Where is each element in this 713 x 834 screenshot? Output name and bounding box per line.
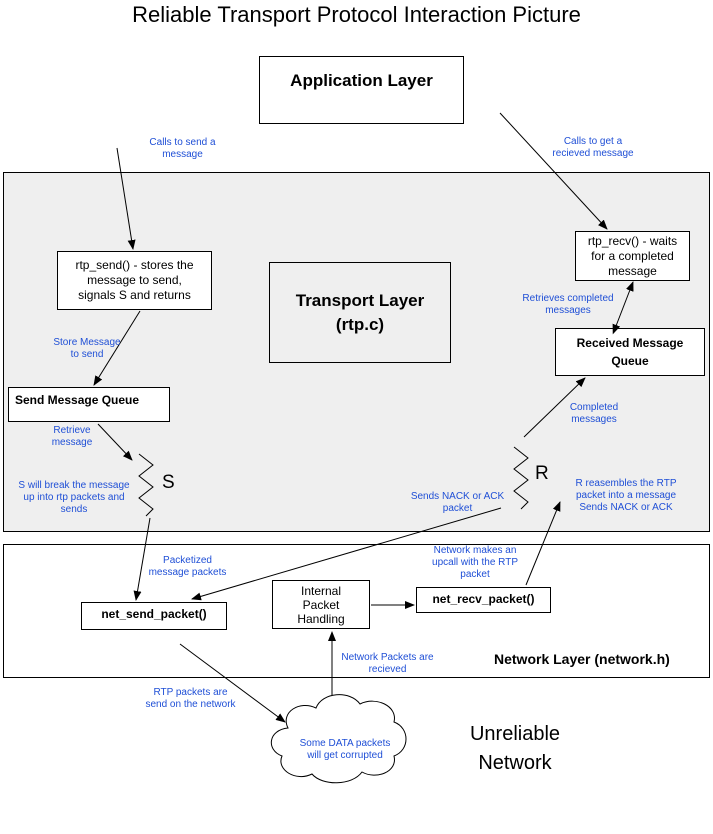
rtp-send-box: rtp_send() - stores the message to send,… bbox=[57, 251, 212, 310]
received-message-queue-line2: Queue bbox=[611, 354, 649, 368]
application-layer-box: Application Layer bbox=[259, 56, 464, 124]
send-message-queue-box: Send Message Queue bbox=[8, 387, 170, 422]
net-send-packet-box: net_send_packet() bbox=[81, 602, 227, 630]
net-send-packet-label: net_send_packet() bbox=[101, 607, 207, 621]
arrow-calls-get bbox=[499, 112, 608, 230]
received-message-queue-line1: Received Message bbox=[576, 336, 684, 350]
rtp-send-line3: signals S and returns bbox=[78, 288, 191, 302]
transport-layer-label: Transport Layer bbox=[295, 290, 425, 310]
cloud-line1: Some DATA packets bbox=[299, 738, 391, 749]
application-layer-label: Application Layer bbox=[290, 71, 433, 90]
internal-line3: Handling bbox=[297, 611, 345, 626]
arrow-nack-ack bbox=[191, 507, 502, 601]
internal-line2: Packet bbox=[302, 597, 340, 612]
internal-line1: Internal bbox=[300, 583, 342, 598]
received-message-queue-box: Received Message Queue bbox=[555, 328, 705, 376]
thread-r-label: R bbox=[535, 463, 549, 484]
arrow-retrieves-completed bbox=[612, 281, 634, 335]
arrow-calls-send bbox=[116, 147, 136, 250]
rtp-recv-line1: rtp_recv() - waits bbox=[587, 233, 678, 248]
net-recv-packet-label: net_recv_packet() bbox=[432, 592, 535, 606]
rtp-recv-line2: for a completed bbox=[591, 248, 674, 263]
unreliable-network-label: Unreliable Network bbox=[440, 720, 590, 778]
net-recv-packet-box: net_recv_packet() bbox=[416, 587, 551, 613]
thread-s-zigzag bbox=[138, 453, 154, 517]
send-message-queue-label: Send Message Queue bbox=[15, 393, 140, 407]
cloud-line2: will get corrupted bbox=[307, 750, 383, 761]
network-cloud bbox=[271, 694, 407, 784]
cloud-text: Some DATA packets will get corrupted bbox=[280, 738, 410, 762]
unreliable-line2: Network bbox=[478, 752, 552, 774]
thread-r-zigzag bbox=[513, 446, 529, 510]
thread-s-label: S bbox=[162, 472, 175, 493]
diagram-title: Reliable Transport Protocol Interaction … bbox=[132, 2, 581, 27]
rtp-send-line2: message to send, bbox=[87, 273, 182, 287]
arrow-packetized bbox=[133, 517, 151, 601]
rtp-send-line1: rtp_send() - stores the bbox=[75, 258, 194, 272]
rtp-recv-line3: message bbox=[608, 263, 657, 278]
transport-layer-file: (rtp.c) bbox=[335, 314, 385, 334]
arrow-retrieve bbox=[97, 423, 133, 461]
unreliable-line1: Unreliable bbox=[469, 723, 561, 745]
rtp-recv-box: rtp_recv() - waits for a completed messa… bbox=[575, 231, 690, 281]
arrow-store bbox=[93, 310, 141, 386]
internal-packet-handling-box: Internal Packet Handling bbox=[272, 580, 370, 629]
arrow-completed bbox=[523, 377, 586, 438]
network-layer-label: Network Layer (network.h) bbox=[494, 651, 670, 667]
transport-layer-box: Transport Layer (rtp.c) bbox=[269, 262, 451, 363]
arrow-rtp-sent bbox=[179, 643, 286, 723]
arrow-upcall bbox=[525, 501, 561, 586]
